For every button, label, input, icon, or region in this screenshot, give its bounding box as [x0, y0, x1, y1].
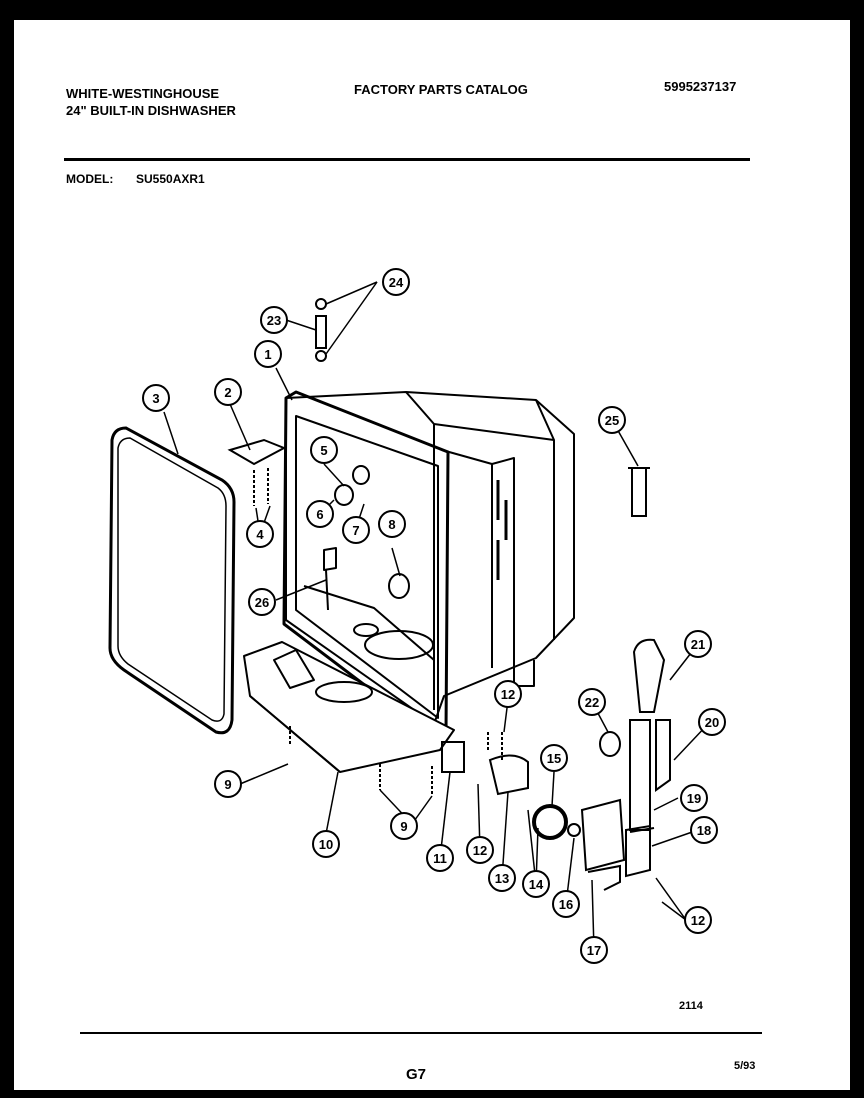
callout-22: 22: [578, 688, 606, 716]
svg-text:3: 3: [152, 391, 159, 406]
svg-text:1: 1: [264, 347, 271, 362]
svg-text:2: 2: [224, 385, 231, 400]
brand-name: WHITE-WESTINGHOUSE: [66, 86, 220, 101]
product-name: 24" BUILT-IN DISHWASHER: [66, 103, 236, 118]
svg-text:23: 23: [267, 313, 281, 328]
callout-8: 8: [378, 510, 406, 538]
svg-text:4: 4: [256, 527, 264, 542]
callout-17: 17: [580, 936, 608, 964]
callout-24: 24: [382, 268, 410, 296]
page-code: G7: [406, 1066, 427, 1083]
door-gasket-frame: [108, 426, 236, 735]
callout-7: 7: [342, 516, 370, 544]
svg-text:6: 6: [316, 507, 323, 522]
svg-text:5: 5: [320, 443, 327, 458]
callout-14: 14: [522, 870, 550, 898]
svg-text:12: 12: [473, 843, 487, 858]
catalog-date: 5/93: [734, 1060, 756, 1072]
callout-12c: 12: [684, 906, 712, 934]
catalog-number: 5995237137: [664, 79, 737, 94]
svg-text:26: 26: [255, 595, 269, 610]
callout-10: 10: [312, 830, 340, 858]
svg-text:19: 19: [687, 791, 701, 806]
callout-15: 15: [540, 744, 568, 772]
catalog-sheet: WHITE-WESTINGHOUSE 24" BUILT-IN DISHWASH…: [14, 20, 850, 1090]
svg-text:22: 22: [585, 695, 599, 710]
svg-text:9: 9: [224, 777, 231, 792]
callout-18: 18: [690, 816, 718, 844]
svg-text:12: 12: [501, 687, 515, 702]
callout-2: 2: [214, 378, 242, 406]
callout-23: 23: [260, 306, 288, 334]
callout-19: 19: [680, 784, 708, 812]
callout-11: 11: [426, 844, 454, 872]
svg-text:25: 25: [605, 413, 619, 428]
svg-text:15: 15: [547, 751, 561, 766]
header-rule: [64, 158, 750, 161]
model-label: MODEL:: [66, 172, 114, 186]
callout-3: 3: [142, 384, 170, 412]
model-value: SU550AXR1: [136, 172, 205, 186]
callout-4: 4: [246, 520, 274, 548]
svg-text:18: 18: [697, 823, 711, 838]
svg-text:21: 21: [691, 637, 705, 652]
callout-1: 1: [254, 340, 282, 368]
drawing-number: 2114: [679, 1000, 703, 1012]
svg-text:13: 13: [495, 871, 509, 886]
callout-16: 16: [552, 890, 580, 918]
callout-9b: 9: [390, 812, 418, 840]
callout-25: 25: [598, 406, 626, 434]
callout-5: 5: [310, 436, 338, 464]
tub-assembly: [243, 390, 575, 773]
svg-text:10: 10: [319, 837, 333, 852]
svg-text:12: 12: [691, 913, 705, 928]
svg-text:11: 11: [433, 851, 447, 866]
svg-text:24: 24: [389, 275, 404, 290]
svg-text:9: 9: [400, 819, 407, 834]
callout-20: 20: [698, 708, 726, 736]
callout-12b: 12: [466, 836, 494, 864]
small-parts: [227, 298, 671, 891]
callout-12a: 12: [494, 680, 522, 708]
svg-text:7: 7: [352, 523, 359, 538]
svg-text:14: 14: [529, 877, 544, 892]
footer-rule: [80, 1032, 762, 1034]
catalog-title: FACTORY PARTS CATALOG: [354, 82, 528, 97]
callout-9a: 9: [214, 770, 242, 798]
callout-6: 6: [306, 500, 334, 528]
callout-26: 26: [248, 588, 276, 616]
exploded-parts-diagram: 1 2 3 4 5 6 7 8 9 9 10 11 12 12 12 13 14…: [108, 268, 726, 964]
callout-13: 13: [488, 864, 516, 892]
svg-text:16: 16: [559, 897, 573, 912]
svg-text:17: 17: [587, 943, 601, 958]
svg-text:20: 20: [705, 715, 719, 730]
callout-21: 21: [684, 630, 712, 658]
svg-text:8: 8: [388, 517, 395, 532]
